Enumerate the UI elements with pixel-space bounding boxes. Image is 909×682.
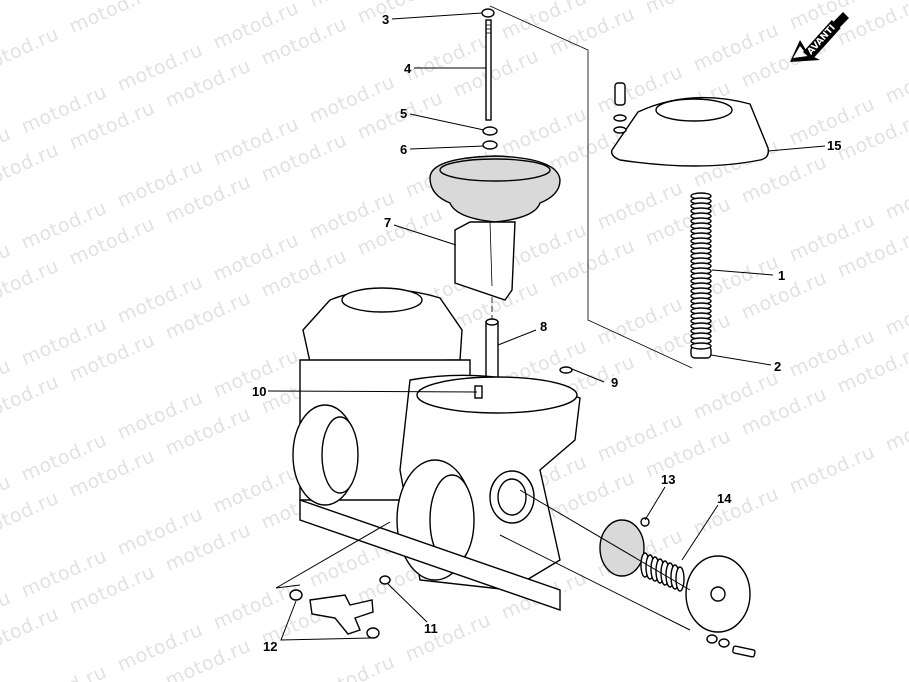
part-14-spring: [640, 552, 685, 592]
callout-10: 10: [252, 384, 267, 399]
part-7-diaphragm: [429, 155, 561, 301]
leader-lines: [267, 12, 826, 641]
part-3-nut: [481, 8, 495, 18]
carburettor-body-front: [299, 374, 581, 611]
pump-cover: [685, 555, 756, 658]
callout-12: 12: [263, 639, 278, 654]
part-6-washer: [482, 140, 498, 150]
part-4-needle: [485, 19, 492, 121]
part-15-top-cover: [610, 82, 770, 167]
callout-6: 6: [400, 142, 408, 157]
callout-2: 2: [774, 359, 782, 374]
part-12-connector: [289, 589, 380, 639]
part-11-screw: [379, 575, 391, 585]
callout-1: 1: [778, 268, 786, 283]
part-9-o-ring: [559, 366, 573, 374]
callout-11: 11: [424, 621, 438, 636]
callout-3: 3: [382, 12, 390, 27]
callout-9: 9: [611, 375, 619, 390]
part-1-spring: [690, 192, 712, 345]
part-5-washer: [482, 126, 498, 136]
callout-8: 8: [540, 319, 548, 334]
callout-4: 4: [404, 61, 412, 76]
callout-5: 5: [400, 106, 408, 121]
part-2-retainer: [690, 342, 712, 359]
callout-13: 13: [661, 472, 676, 487]
callout-15: 15: [827, 138, 842, 153]
callout-7: 7: [384, 215, 392, 230]
part-13-gasket: [599, 517, 650, 577]
callout-14: 14: [717, 491, 732, 506]
